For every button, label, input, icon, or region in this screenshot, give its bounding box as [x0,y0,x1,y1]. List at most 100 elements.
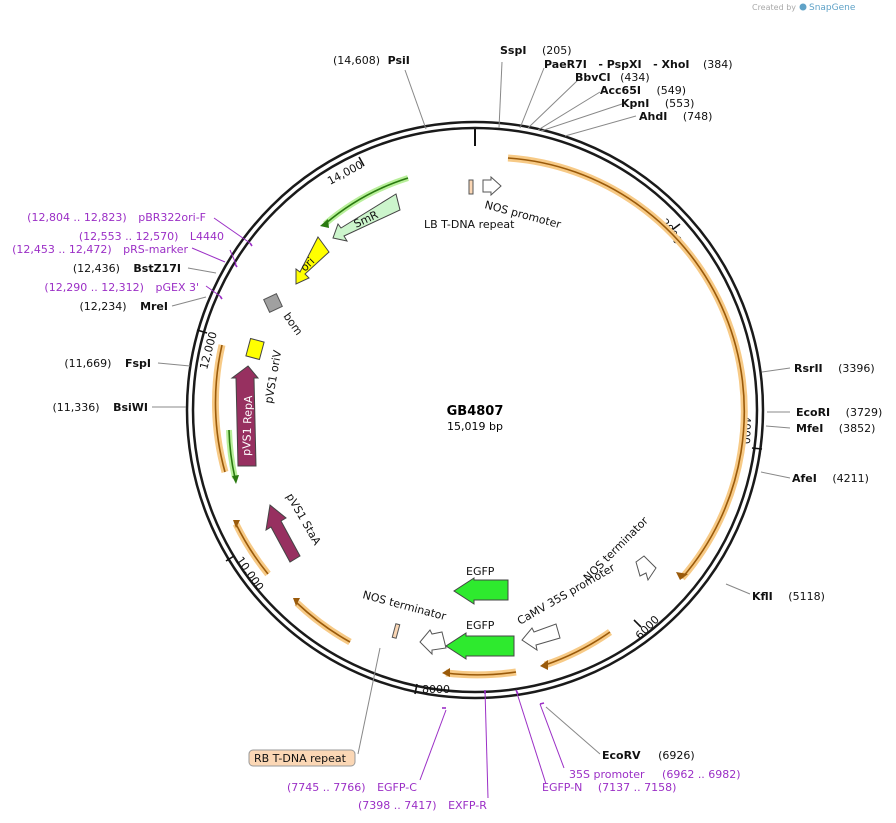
site-ecorv-name: EcoRV [602,749,641,762]
site-bstz17i-pos: (12,436) [73,262,120,275]
site-paer7i-extra1: - PspXI [598,58,641,71]
site-kpni: KpnI (553) [621,97,694,110]
primer-prs-marker: (12,453 .. 12,472) pRS-marker [12,243,188,256]
primer-prs-range: (12,453 .. 12,472) [12,243,112,256]
site-afei-name: AfeI [792,472,817,485]
site-leader-lines [152,61,791,755]
site-bstz17i-name: BstZ17I [133,262,181,275]
egfp-arrow-1 [453,577,509,605]
primer-marks [219,242,545,709]
site-bbvci: BbvCI (434) [575,71,650,84]
site-mfei-pos: (3852) [839,422,876,435]
site-fspi-name: FspI [125,357,151,370]
backbone-outer [185,120,765,700]
plasmid-name: GB4807 [447,404,504,419]
arc-arrowheads [232,219,688,677]
site-psii-pos: (14,608) [333,54,380,67]
site-acc65i: Acc65I (549) [600,84,686,97]
tick-14000: 14,000 [325,158,365,188]
primer-exfpr-name: EXFP-R [448,799,487,812]
site-rsrii-name: RsrII [794,362,823,375]
site-bsiwi: (11,336) BsiWI [52,401,148,414]
rb-repeat-mark [391,623,401,639]
primer-pbr322-range: (12,804 .. 12,823) [27,211,127,224]
primer-pgex3: (12,290 .. 12,312) pGEX 3' [44,281,199,294]
smr-label: SmR [352,208,381,231]
tick-6000: 6000 [633,613,662,642]
primer-egfpn-name: EGFP-N [542,781,582,794]
site-ecori-pos: (3729) [846,406,883,419]
primer-exfpr-range: (7398 .. 7417) [358,799,437,812]
site-mfei: MfeI (3852) [796,422,875,435]
bom-box [263,293,283,313]
site-kfli-name: KflI [752,590,773,603]
pvs1-repa-arrow [230,365,260,467]
primer-egfpc-name: EGFP-C [377,781,417,794]
site-ahdi: AhdI (748) [639,110,712,123]
site-afei: AfeI (4211) [792,472,869,485]
site-mrei-pos: (12,234) [79,300,126,313]
primer-pbr322ori-f: (12,804 .. 12,823) pBR322ori-F [27,211,206,224]
primer-l4440: (12,553 .. 12,570) L4440 [79,230,224,243]
orf-arc-lower-left [294,600,352,646]
site-paer7i-name: PaeR7I [544,58,587,71]
site-paer7i-pos: (384) [703,58,733,71]
nos-promoter-arrow [482,175,502,197]
site-kpni-name: KpnI [621,97,649,110]
site-bbvci-pos: (434) [620,71,650,84]
pvs1-oriv-box [245,337,265,361]
site-bsiwi-name: BsiWI [113,401,148,414]
nos-terminator-left-label: NOS terminator [361,588,448,623]
site-kpni-pos: (553) [665,97,695,110]
pvs1-oriv-label: pVS1 oriV [262,349,284,405]
primer-pgex-name: pGEX 3' [155,281,199,294]
primer-prs-name: pRS-marker [123,243,188,256]
primer-leader-lines [191,217,565,799]
egfp-label-1: EGFP [466,565,495,578]
site-bbvci-name: BbvCI [575,71,611,84]
backbone-inner [191,126,759,694]
pvs1-repa-label: pVS1 RepA [240,395,255,456]
site-mrei: (12,234) MreI [79,300,168,313]
pvs1-staa-arrow [265,504,301,563]
primer-35s-range: (6962 .. 6982) [662,768,741,781]
lb-repeat-label: LB T-DNA repeat [424,218,515,231]
site-ecori-name: EcoRI [796,406,830,419]
nos-terminator-right-arrow [635,555,657,582]
site-mfei-name: MfeI [796,422,823,435]
site-ecori: EcoRI (3729) [796,406,882,419]
orf-arc-main [507,154,748,581]
lb-repeat-mark [468,179,474,195]
primer-egfp-n: EGFP-N (7137 .. 7158) [542,781,676,794]
primer-35s-promoter: 35S promoter (6962 .. 6982) [569,768,741,781]
site-kfli: KflI (5118) [752,590,825,603]
rb-repeat-label: RB T-DNA repeat [254,752,347,765]
green-arc-top [323,175,409,227]
site-acc65i-pos: (549) [656,84,686,97]
orf-arc-bottom [445,668,517,679]
site-paer7i: PaeR7I - PspXI - XhoI (384) [544,58,733,71]
tick-8000: 8000 [422,683,450,696]
site-mrei-name: MreI [140,300,168,313]
nos-terminator-left-arrow [419,629,447,656]
primer-pbr322-name: pBR322ori-F [138,211,206,224]
primer-35s-name: 35S promoter [569,768,645,781]
credit-prefix: Created by [752,3,796,12]
tick-marks [196,156,763,695]
primer-l4440-range: (12,553 .. 12,570) [79,230,179,243]
site-rsrii: RsrII (3396) [794,362,875,375]
site-kfli-pos: (5118) [788,590,825,603]
site-ecorv-pos: (6926) [658,749,695,762]
site-fspi: (11,669) FspI [64,357,151,370]
rb-repeat-box [248,749,356,767]
egfp-arrow-2 [445,632,515,660]
site-sspi-name: SspI [500,44,526,57]
primer-egfpn-range: (7137 .. 7158) [598,781,677,794]
credit-brand: SnapGene [809,3,856,13]
snapgene-logo-icon [799,3,807,11]
bom-label: bom [281,310,306,337]
camv-35s-label: CaMV 35S promoter [515,561,618,628]
site-sspi-pos: (205) [542,44,572,57]
primer-egfp-c: (7745 .. 7766) EGFP-C [287,781,417,794]
